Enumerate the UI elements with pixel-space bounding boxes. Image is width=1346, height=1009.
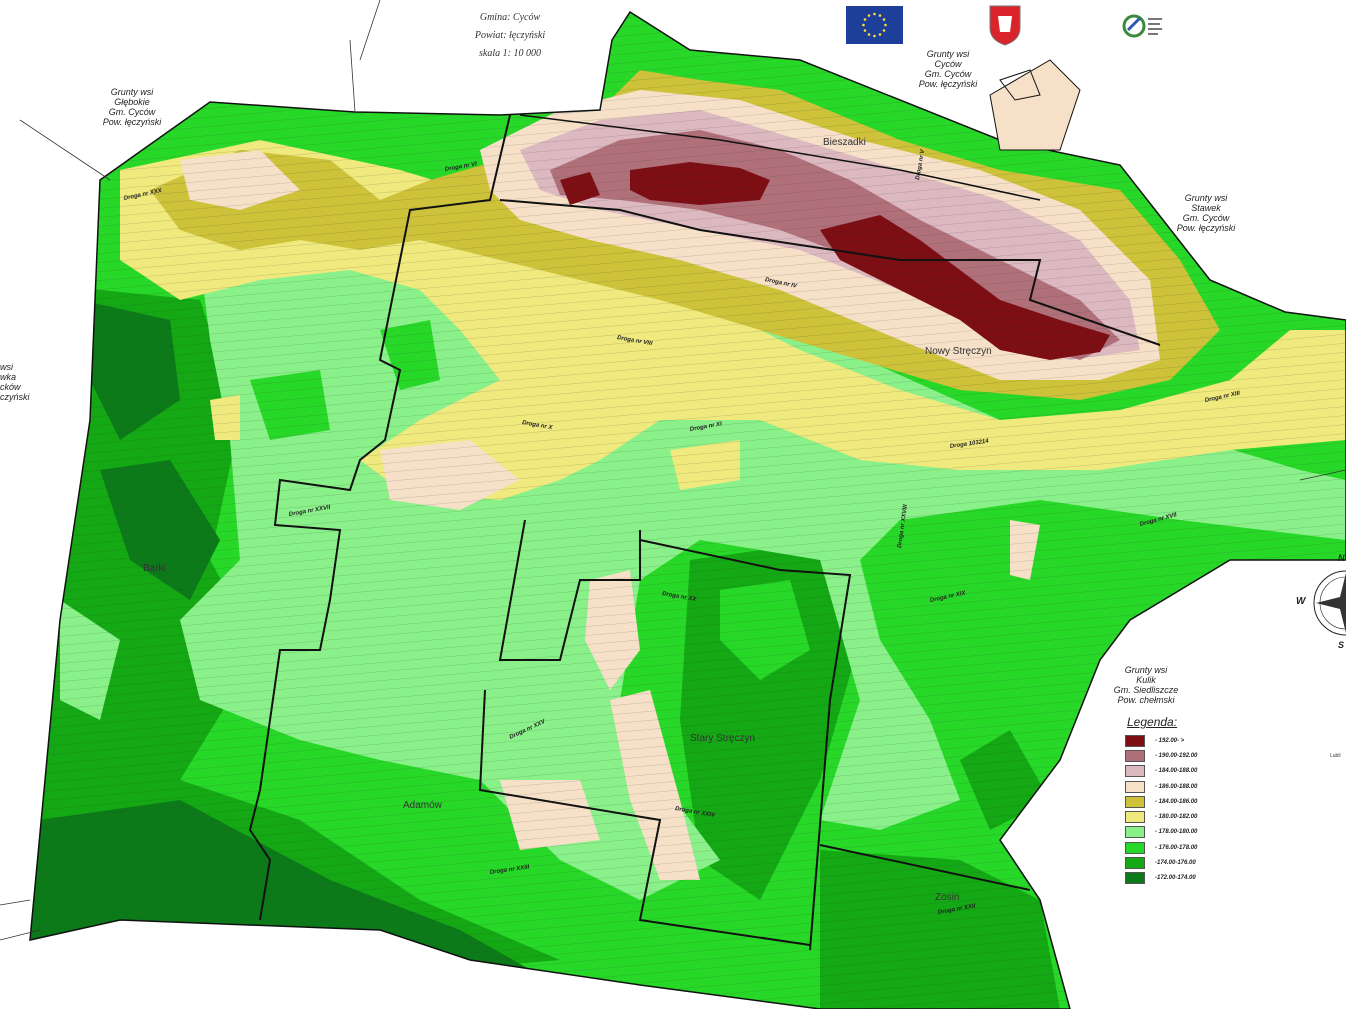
- neighbor-cut-label: wsi wka cków czyński: [0, 362, 30, 402]
- legend-swatch: [1125, 780, 1145, 793]
- place-zosin: Zosin: [935, 892, 960, 903]
- legend-label: - 190.00-192.00: [1155, 752, 1198, 759]
- eu-flag-logo: [846, 6, 903, 44]
- compass-w-label: W: [1296, 596, 1306, 607]
- scale-label: skala 1: 10 000: [479, 48, 541, 59]
- legend-item: - 184.00-188.00: [1115, 764, 1235, 779]
- compass-n-label: N: [1338, 553, 1345, 563]
- place-bieszadki: Bieszadki: [823, 137, 866, 148]
- place-stary-streczyn: Stary Stręczyn: [690, 733, 756, 744]
- right-cut-text: Lubli: [1330, 753, 1341, 759]
- legend-swatch: [1125, 872, 1145, 885]
- compass-s-label: S: [1338, 640, 1345, 650]
- legend-swatch: [1125, 826, 1145, 839]
- legend-swatch: [1125, 734, 1145, 747]
- legend: Legenda: - 192.00- > - 190.00-192.00 - 184…: [1115, 715, 1235, 886]
- legend-label: - 180.00-182.00: [1155, 814, 1198, 821]
- coat-of-arms-logo: [988, 4, 1022, 46]
- legend-item: -172.00-174.00: [1115, 871, 1235, 886]
- gmina-label: Gmina: Cyców: [479, 12, 541, 23]
- legend-label: -172.00-174.00: [1155, 875, 1196, 882]
- legend-label: - 186.00-188.00: [1155, 783, 1198, 790]
- legend-item: - 190.00-192.00: [1115, 748, 1235, 763]
- legend-item: - 176.00-178.00: [1115, 840, 1235, 855]
- legend-item: -174.00-176.00: [1115, 855, 1235, 870]
- legend-label: - 192.00- >: [1155, 737, 1185, 744]
- legend-swatch: [1125, 811, 1145, 824]
- neighbor-kulik-label: Grunty wsi Kulik Gm. Siedliszcze Pow. ch…: [1113, 665, 1179, 705]
- legend-label: -174.00-176.00: [1155, 860, 1196, 867]
- legend-item: - 184.00-186.00: [1115, 794, 1235, 809]
- program-logo: [1120, 8, 1166, 44]
- legend-swatch: [1125, 795, 1145, 808]
- legend-title: Legenda:: [1127, 715, 1178, 729]
- legend-swatch: [1125, 749, 1145, 762]
- legend-item: - 180.00-182.00: [1115, 809, 1235, 824]
- neighbor-cycow-label: Grunty wsi Cyców Gm. Cyców Pow. łęczyńsk…: [918, 49, 978, 89]
- compass-rose-icon: [1313, 570, 1346, 636]
- legend-label: - 178.00-180.00: [1155, 829, 1198, 836]
- legend-swatch: [1125, 857, 1145, 870]
- neighbor-stawek-label: Grunty wsi Stawek Gm. Cyców Pow. łęczyńs…: [1176, 193, 1236, 233]
- place-barki: Barki: [143, 563, 166, 574]
- powiat-label: Powiat: łęczyński: [474, 30, 546, 41]
- place-adamow: Adamów: [403, 800, 442, 811]
- legend-swatch: [1125, 765, 1145, 778]
- legend-label: - 176.00-178.00: [1155, 844, 1198, 851]
- place-nowy-streczyn: Nowy Stręczyn: [925, 346, 992, 357]
- legend-item: - 186.00-188.00: [1115, 779, 1235, 794]
- legend-item: - 178.00-180.00: [1115, 825, 1235, 840]
- neighbor-glebokie-label: Grunty wsi Głębokie Gm. Cyców Pow. łęczy…: [102, 87, 162, 127]
- legend-label: - 184.00-186.00: [1155, 798, 1198, 805]
- legend-swatch: [1125, 841, 1145, 854]
- legend-label: - 184.00-188.00: [1155, 768, 1198, 775]
- legend-item: - 192.00- >: [1115, 733, 1235, 748]
